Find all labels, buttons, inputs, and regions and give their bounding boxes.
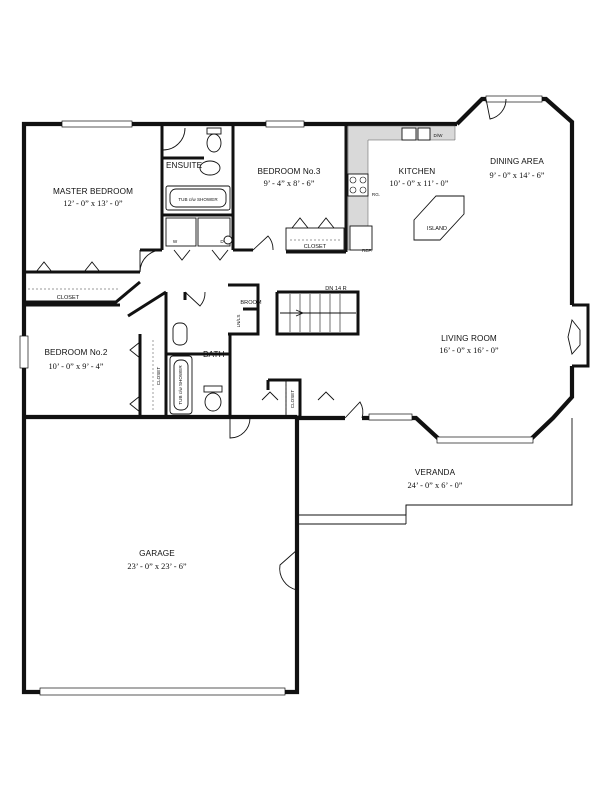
tub-shower-ensuite-label: TUB c/w SHOWER — [178, 197, 218, 202]
living-dims: 16’ - 0” x 16’ - 0” — [439, 346, 499, 355]
interior-walls — [24, 124, 360, 692]
dw-label: D/W — [434, 133, 444, 138]
veranda-name: VERANDA — [415, 468, 456, 477]
doors — [35, 98, 507, 591]
master-bedroom-dims: 12’ - 0” x 13’ - 0” — [63, 199, 123, 208]
island-label: ISLAND — [427, 226, 447, 232]
rg-label: RG. — [372, 192, 380, 197]
garage-dims: 23’ - 0” x 23’ - 6” — [127, 562, 187, 571]
ref-label: REF. — [362, 248, 372, 253]
windows — [19, 95, 543, 696]
closet-bed2-label: CLOSET — [156, 367, 161, 386]
kitchen-dims: 10’ - 0” x 11’ - 0” — [390, 179, 449, 188]
closet-rods — [28, 227, 345, 417]
master-bedroom-name: MASTER BEDROOM — [53, 187, 133, 196]
broom-label: BROOM — [240, 300, 261, 306]
fixture-labels: CLOSET CLOSET BROOM DN 14 R ISLAND D/W R… — [57, 133, 447, 408]
bedroom2-name: BEDROOM No.2 — [44, 348, 107, 357]
closet-bed3-label: CLOSET — [304, 244, 327, 250]
ensuite-name: ENSUITE — [166, 161, 203, 170]
tub-shower-bath-label: TUB c/w SHOWER — [178, 365, 183, 405]
kitchen-name: KITCHEN — [399, 167, 436, 176]
veranda-dims: 24’ - 0” x 6’ - 0” — [407, 481, 462, 490]
living-name: LIVING ROOM — [441, 334, 497, 343]
dining-dims: 9’ - 0” x 14’ - 6” — [489, 171, 544, 180]
dining-name: DINING AREA — [490, 157, 544, 166]
bedroom3-dims: 9’ - 4” x 8’ - 6” — [264, 179, 315, 188]
lnls-label: LN/LS — [236, 315, 241, 328]
closet-master-label: CLOSET — [57, 295, 80, 301]
bath-name: BATH — [203, 350, 225, 359]
garage-name: GARAGE — [139, 549, 175, 558]
veranda — [297, 418, 573, 525]
washer-label: W — [173, 239, 178, 244]
stair-label: DN 14 R — [325, 286, 346, 292]
stair — [280, 294, 356, 332]
bedroom2-dims: 10’ - 0” x 9’ - 4” — [48, 362, 103, 371]
dryer-label: D — [220, 239, 224, 244]
fixtures — [165, 125, 581, 415]
closet-hall-label: CLOSET — [290, 390, 295, 409]
bedroom3-name: BEDROOM No.3 — [257, 167, 320, 176]
room-labels: MASTER BEDROOM 12’ - 0” x 13’ - 0” ENSUI… — [44, 157, 544, 571]
